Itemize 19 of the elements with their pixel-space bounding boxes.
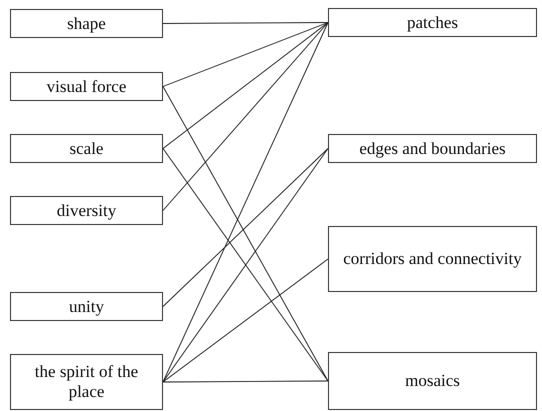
- term-box: shape: [10, 9, 163, 38]
- term-box: scale: [10, 134, 163, 163]
- term-box: corridors and connectivity: [328, 226, 537, 292]
- term-box: unity: [10, 292, 163, 321]
- term-box: mosaics: [328, 352, 537, 410]
- connector-line: [162, 22, 328, 211]
- connector-line: [162, 380, 328, 382]
- term-box: edges and boundaries: [328, 134, 537, 163]
- term-box: the spirit of the place: [10, 354, 163, 410]
- connector-line: [162, 22, 328, 149]
- term-box: visual force: [10, 72, 163, 101]
- connector-line: [162, 22, 328, 24]
- connector-line: [162, 258, 328, 382]
- connector-line: [162, 86, 328, 382]
- term-box: patches: [328, 8, 537, 37]
- connector-line: [162, 22, 328, 382]
- connector-line: [162, 148, 328, 307]
- connector-line: [162, 22, 328, 87]
- term-box: diversity: [10, 196, 163, 225]
